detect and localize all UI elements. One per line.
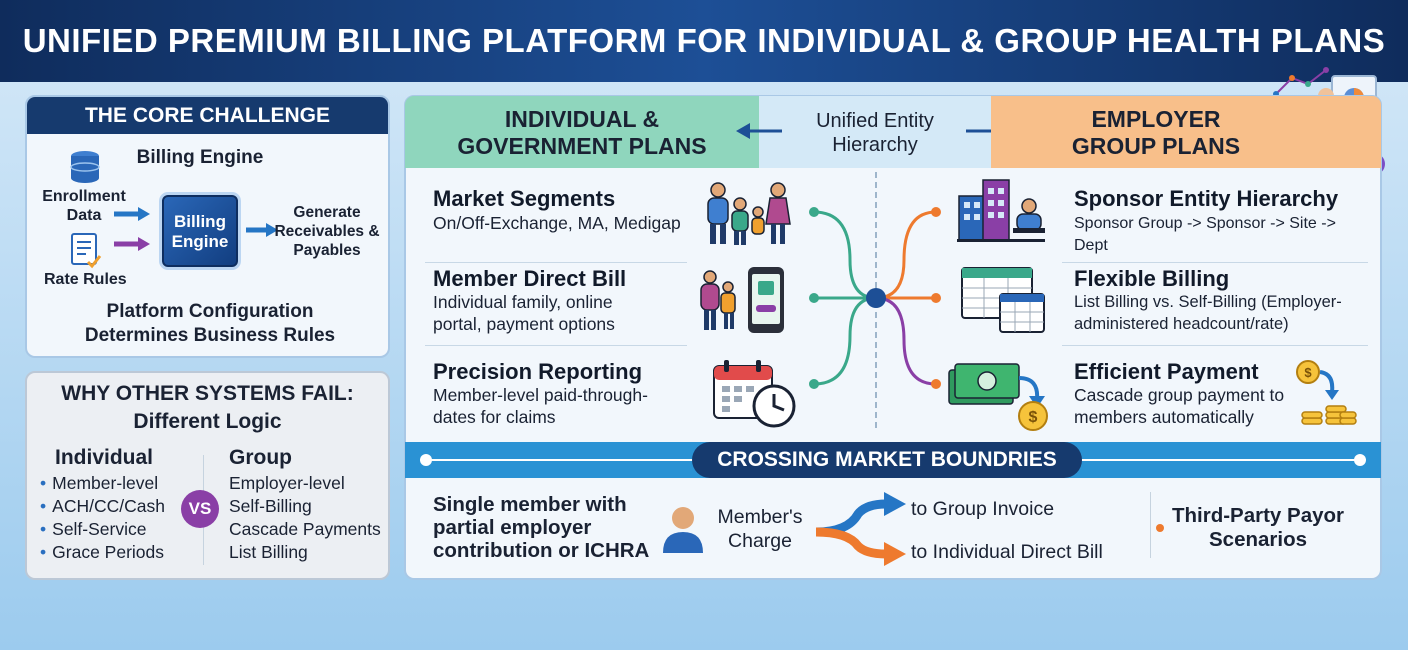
divider	[425, 262, 687, 263]
cash-payment-icon: $	[948, 363, 1048, 431]
arrow-left-icon	[736, 123, 782, 139]
group-list: Employer-level Self-Billing Cascade Paym…	[229, 472, 381, 564]
divider	[1062, 345, 1368, 346]
split-arrows-icon	[815, 492, 906, 566]
hierarchy-header-label: Unified Entity Hierarchy	[816, 110, 934, 156]
hierarchy-connector-diagram	[809, 207, 941, 389]
market-segments-title: Market Segments	[433, 186, 616, 211]
calendar-clock-icon	[713, 360, 796, 428]
sponsor-hierarchy-title: Sponsor Entity Hierarchy	[1074, 186, 1339, 211]
line-endpoint	[420, 454, 432, 466]
flexible-billing-title: Flexible Billing	[1074, 266, 1230, 291]
group-column-title: Group	[229, 446, 292, 469]
billing-engine-chip: Billing Engine	[162, 195, 238, 267]
output-arrow-icon	[246, 223, 278, 237]
title-bar: UNIFIED PREMIUM BILLING PLATFORM FOR IND…	[0, 0, 1408, 82]
rate-rules-document-icon	[71, 233, 102, 269]
office-building-icon	[957, 179, 1045, 242]
page-title: UNIFIED PREMIUM BILLING PLATFORM FOR IND…	[22, 22, 1386, 59]
database-icon	[70, 151, 100, 183]
list-item: Member-level	[40, 472, 165, 495]
core-challenge-heading: THE CORE CHALLENGE	[27, 97, 388, 134]
family-phone-icon	[700, 267, 784, 333]
list-item: Cascade Payments	[229, 519, 381, 539]
individual-column-title: Individual	[55, 446, 154, 469]
family-icon	[707, 182, 791, 245]
market-segments-desc: On/Off-Exchange, MA, Medigap	[433, 213, 681, 233]
divider	[1062, 262, 1368, 263]
employer-header-label: EMPLOYER GROUP PLANS	[1071, 106, 1241, 159]
svg-text:$: $	[1029, 409, 1038, 426]
list-item: Self-Service	[40, 518, 165, 541]
member-person-icon	[663, 507, 703, 553]
list-item: Employer-level	[229, 473, 345, 493]
hierarchy-header: Unified Entity Hierarchy	[759, 96, 991, 168]
employer-header: EMPLOYER GROUP PLANS	[991, 96, 1381, 168]
list-item: Self-Billing	[229, 496, 312, 516]
generate-receivables-label: Generate Receivables & Payables	[274, 204, 380, 259]
list-item: Grace Periods	[40, 541, 165, 564]
divider	[425, 345, 687, 346]
to-individual-bill: to Individual Direct Bill	[911, 541, 1103, 563]
input-arrows-icon	[114, 207, 150, 251]
scenario-text: Single member with partial employer cont…	[433, 493, 650, 562]
efficient-payment-title: Efficient Payment	[1074, 359, 1259, 384]
precision-reporting-title: Precision Reporting	[433, 359, 643, 384]
list-item: ACH/CC/Cash	[40, 495, 165, 518]
line-endpoint	[1354, 454, 1366, 466]
member-charge-label: Member's Charge	[717, 506, 803, 552]
rate-rules-label: Rate Rules	[44, 271, 127, 288]
coin-stack-icon: $	[1296, 360, 1357, 425]
member-direct-bill-desc: Individual family, online portal, paymen…	[433, 292, 615, 334]
third-party-label: Third-Party Payor Scenarios	[1171, 504, 1345, 551]
list-item: List Billing	[229, 542, 308, 562]
flexible-billing-desc: List Billing vs. Self-Billing (Employer-…	[1074, 293, 1342, 333]
individual-list: Member-level ACH/CC/Cash Self-Service Gr…	[40, 472, 165, 564]
why-fail-subheading: Different Logic	[133, 410, 282, 433]
platform-config-note: Platform Configuration Determines Busine…	[84, 301, 336, 346]
efficient-payment-desc: Cascade group payment to members automat…	[1074, 385, 1285, 427]
sponsor-hierarchy-desc: Sponsor Group -> Sponsor -> Site -> Dept	[1074, 215, 1336, 254]
why-fail-heading: WHY OTHER SYSTEMS FAIL:	[61, 382, 354, 405]
spreadsheet-icon	[961, 267, 1045, 333]
enrollment-data-label: Enrollment Data	[42, 188, 126, 224]
divider	[1150, 492, 1151, 558]
to-group-invoice: to Group Invoice	[911, 498, 1055, 520]
member-direct-bill-title: Member Direct Bill	[433, 266, 627, 291]
engine-title: Billing Engine	[136, 147, 264, 168]
individual-header: INDIVIDUAL & GOVERNMENT PLANS	[405, 96, 759, 168]
vs-badge: VS	[181, 490, 219, 528]
bullet-dot	[1156, 524, 1164, 532]
individual-header-label: INDIVIDUAL & GOVERNMENT PLANS	[457, 106, 707, 159]
crossing-heading: CROSSING MARKET BOUNDRIES	[692, 442, 1082, 478]
chip-label: Billing Engine	[171, 212, 229, 251]
precision-reporting-desc: Member-level paid-through-dates for clai…	[433, 385, 648, 427]
svg-text:$: $	[1304, 365, 1312, 380]
